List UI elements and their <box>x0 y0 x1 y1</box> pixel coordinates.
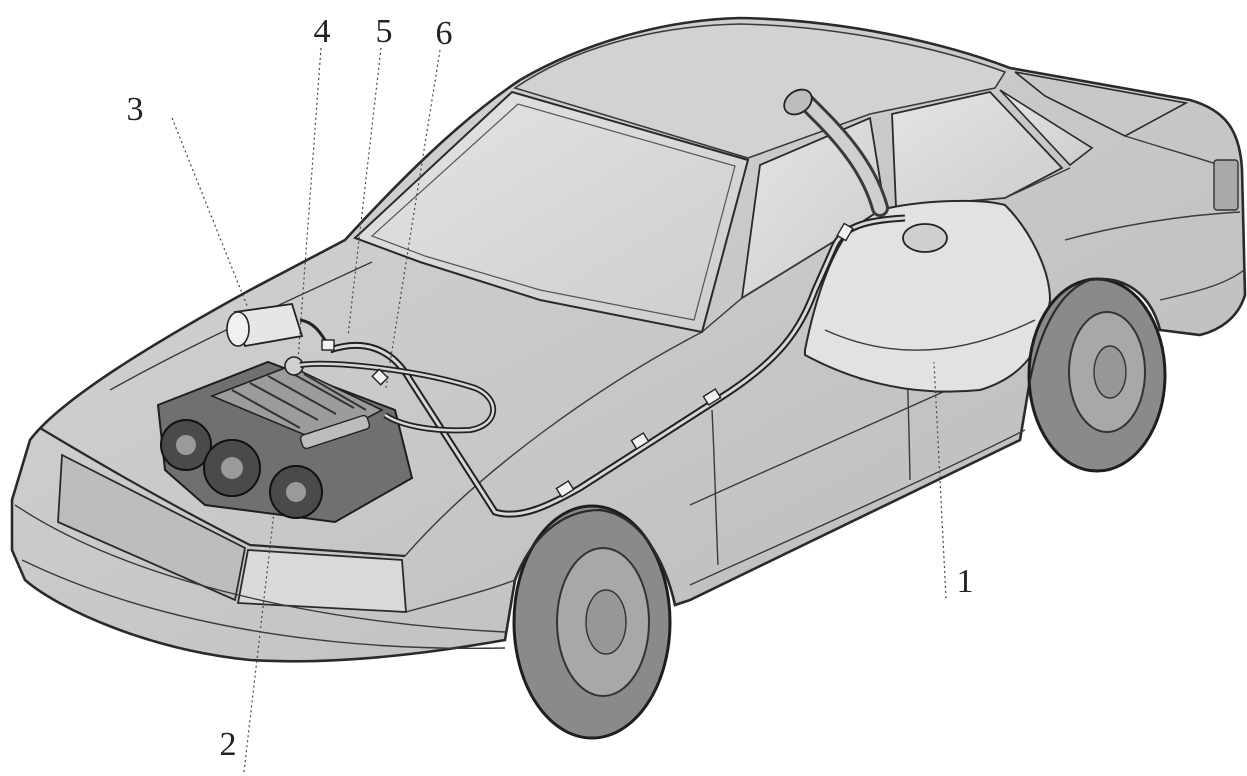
callout-label-3: 3 <box>127 91 144 128</box>
front-wheel-arch <box>513 508 677 606</box>
sill-line <box>689 429 1026 586</box>
rear-side-crease <box>1064 211 1241 241</box>
front-fender-lower-line <box>405 579 516 613</box>
callout-label-5: 5 <box>376 13 393 50</box>
rear-hub <box>1093 345 1127 399</box>
engine-group <box>156 356 414 524</box>
fuel-lines-group <box>299 214 906 518</box>
rear-quarter-window <box>999 89 1094 167</box>
hood-front-edge <box>39 427 406 558</box>
callout-label-2: 2 <box>220 726 237 763</box>
fuel-tank-seam <box>824 319 1036 351</box>
line-clip <box>630 432 650 450</box>
line-clip <box>836 222 854 242</box>
front-bumper-top-line <box>14 504 506 633</box>
callout-label-1: 1 <box>957 563 974 600</box>
filler-cap <box>783 88 813 116</box>
fuel-tank-sender-cap <box>902 223 948 253</box>
front-door-edge <box>711 409 719 566</box>
leader-line-5 <box>347 47 382 337</box>
line-clip <box>702 388 722 406</box>
rear-wheel-arch <box>1028 278 1162 381</box>
grille <box>57 453 247 602</box>
callout-labels: 1 2 3 4 5 6 <box>127 13 974 763</box>
callout-label-4: 4 <box>314 13 331 50</box>
callout-label-6: 6 <box>436 15 453 52</box>
fender-line <box>404 331 703 557</box>
rear-wheel <box>1027 277 1167 473</box>
intake-runners <box>231 369 367 429</box>
leader-line-2 <box>243 511 275 773</box>
tail-light <box>1213 159 1239 211</box>
leader-line-6 <box>385 49 441 389</box>
leader-line-1 <box>933 361 947 599</box>
rear-side-window <box>891 91 1064 208</box>
line-clip <box>555 480 575 498</box>
front-bumper-bottom-line <box>21 559 506 650</box>
windshield-inner-frame <box>370 103 736 321</box>
leader-line-3 <box>171 117 249 309</box>
line-clip <box>321 339 335 351</box>
line-clip <box>371 368 389 386</box>
pulley-1-hub <box>176 435 196 455</box>
fuel-filter-end-cap <box>226 311 250 347</box>
front-hub <box>585 589 627 655</box>
pulley-3-hub <box>286 482 306 502</box>
filler-neck-inner <box>800 96 886 214</box>
leader-line-4 <box>297 47 322 361</box>
roof-panel <box>513 23 1007 159</box>
fuel-return-loop-inner <box>299 362 495 432</box>
front-wheel <box>512 504 672 740</box>
pulley-2-hub <box>221 457 243 479</box>
rear-bumper-line <box>1159 269 1245 301</box>
leader-lines <box>171 47 947 773</box>
fuel-rail <box>299 414 371 450</box>
